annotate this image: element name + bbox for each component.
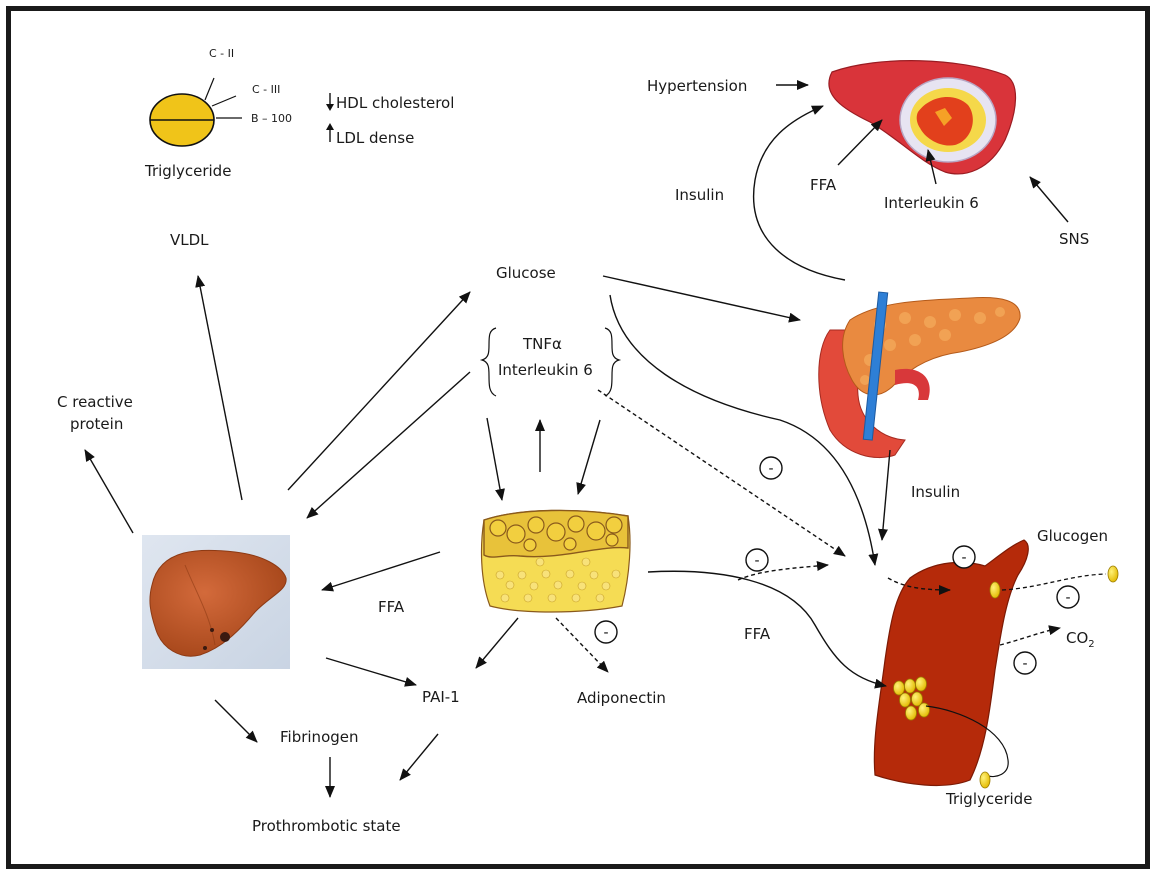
hypertension-label: Hypertension [647, 77, 747, 95]
adipose-tissue-image [482, 510, 630, 612]
insulin-right-label: Insulin [911, 483, 960, 501]
arrow-ffa-to-vessel [838, 120, 882, 165]
arrow-cytokines-to-adipose-right [578, 420, 600, 494]
minus-circle-3: - [595, 621, 617, 643]
minus-circle-6: - [1014, 652, 1036, 674]
apo-c2-label: C - II [209, 47, 234, 60]
minus-circle-5: - [1057, 586, 1079, 608]
arrow-liver-to-fibrinogen [215, 700, 257, 742]
arrow-liver-to-glucose [288, 292, 470, 490]
glucogen-label: Glucogen [1037, 527, 1108, 545]
triglyceride-muscle-label: Triglyceride [945, 790, 1032, 808]
arrow-cytokines-to-adipose-left [487, 418, 502, 500]
triglyceride-top-label: Triglyceride [144, 162, 231, 180]
minus-circle-2: - [746, 549, 768, 571]
arrow-adipose-to-pai1 [476, 618, 518, 668]
arrow-adipose-ffa-to-liver [322, 552, 440, 590]
pancreas-image [819, 292, 1020, 458]
arrow-sns-to-vessel [1030, 177, 1068, 222]
arrow-glucose-to-pancreas [603, 276, 800, 320]
ffa-vessel-label: FFA [810, 176, 837, 194]
arrow-liver-to-pai1 [326, 658, 416, 685]
adiponectin-label: Adiponectin [577, 689, 666, 707]
blood-vessel-image [829, 61, 1016, 174]
il6-center-label: Interleukin 6 [498, 361, 593, 379]
arrow-liver-to-creactive [85, 450, 133, 533]
glucose-label: Glucose [496, 264, 556, 282]
lipoprotein-particle [150, 78, 242, 146]
co2-text: CO [1066, 629, 1088, 647]
arrow-pai1-to-prothrombotic [400, 734, 438, 780]
creactive-label: C reactive [57, 393, 133, 411]
ldl-up-arrow [326, 123, 334, 142]
ffa-liver-label: FFA [378, 598, 405, 616]
arrow-pancreas-insulin-to-muscle [882, 450, 890, 540]
fibrinogen-label: Fibrinogen [280, 728, 359, 746]
il6-vessel-label: Interleukin 6 [884, 194, 979, 212]
ffa-muscle-label: FFA [744, 625, 771, 643]
co2-label: CO2 [1066, 629, 1095, 650]
minus-sign: - [1022, 656, 1027, 672]
protein-label: protein [70, 415, 123, 433]
vldl-label: VLDL [170, 231, 209, 249]
minus-circle-4: - [953, 546, 975, 568]
hdl-down-arrow [326, 93, 334, 111]
arrow-liver-to-vldl [198, 276, 242, 500]
minus-sign: - [961, 550, 966, 566]
tnf-label: TNFα [522, 335, 562, 353]
apo-c3-label: C - III [252, 83, 280, 96]
liver-image [142, 535, 290, 669]
prothrombotic-label: Prothrombotic state [252, 817, 401, 835]
hdl-label: HDL cholesterol [336, 94, 454, 112]
apo-b100-label: B – 100 [251, 112, 292, 125]
minus-sign: - [603, 625, 608, 641]
arrow-cytokines-to-liver [307, 372, 470, 518]
minus-sign: - [754, 553, 759, 569]
arrow-inhibit-co2-dashed [1000, 628, 1060, 645]
minus-circle-1: - [760, 457, 782, 479]
ldl-label: LDL dense [336, 129, 414, 147]
sns-label: SNS [1059, 230, 1089, 248]
muscle-glycogen-dot [990, 582, 1000, 598]
insulin-top-label: Insulin [675, 186, 724, 204]
pai1-label: PAI-1 [422, 688, 460, 706]
arrow-cytokines-to-muscle-dashed [598, 390, 845, 556]
minus-sign: - [1065, 590, 1070, 606]
minus-sign: - [768, 461, 773, 477]
co2-subscript: 2 [1088, 639, 1094, 650]
